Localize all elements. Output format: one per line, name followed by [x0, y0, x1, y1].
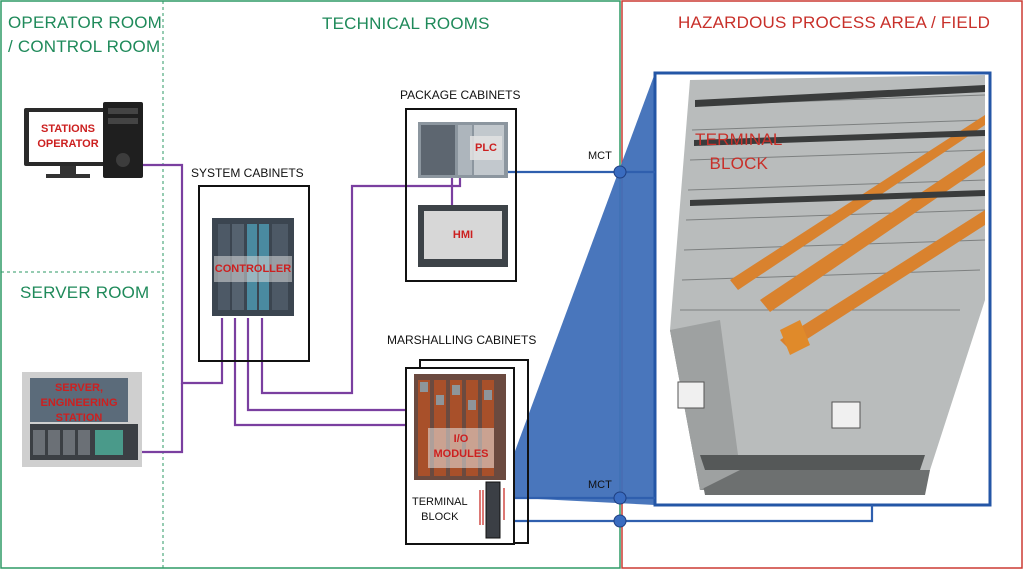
terminal-block-small-label: TERMINAL BLOCK: [412, 496, 468, 523]
wire-controller-io-2: [233, 318, 412, 427]
terminal-block-small: [479, 481, 505, 539]
io-modules-hardware: [414, 374, 506, 480]
controller-label: CONTROLLER: [214, 263, 292, 275]
marshalling-cabinets-label: MARSHALLING CABINETS: [387, 333, 537, 347]
hmi-panel: [418, 205, 508, 267]
field-cable: [490, 505, 874, 523]
package-cabinet-frame: [405, 108, 517, 282]
zone-title-hazardous-area: HAZARDOUS PROCESS AREA / FIELD: [678, 13, 991, 32]
terminal-block-zoom-label: TERMINAL BLOCK: [695, 130, 783, 173]
zone-title-operator-room: OPERATOR ROOM / CONTROL ROOM: [8, 13, 163, 56]
terminal-block-illustration: [655, 73, 990, 505]
operator-station-computer: [24, 102, 143, 178]
server-station: [22, 372, 142, 467]
zone-title-server-room: SERVER ROOM: [20, 283, 150, 302]
zoom-projection: [498, 73, 655, 505]
package-cabinets-label: PACKAGE CABINETS: [400, 88, 521, 102]
io-modules-label: I/O MODULES: [433, 433, 489, 460]
wire-controller-plc: [260, 178, 462, 395]
system-cabinets-label: SYSTEM CABINETS: [191, 166, 304, 180]
hmi-label: HMI: [452, 229, 474, 241]
server-engineering-label: SERVER, ENGINEERING STATION: [40, 382, 118, 424]
wire-server-controller: [142, 383, 184, 454]
mct-label-top: MCT: [588, 150, 612, 162]
zone-title-technical-rooms: TECHNICAL ROOMS: [322, 14, 490, 33]
field-node: [613, 514, 627, 528]
controller-hardware: [212, 218, 294, 316]
zoom-frame: [653, 71, 992, 507]
mct-label-bottom: MCT: [588, 479, 612, 491]
plc-label: PLC: [475, 142, 497, 154]
stations-operator-label: STATIONS OPERATOR: [37, 123, 99, 150]
mct-node-bottom: [613, 491, 627, 505]
wire-operator-controller: [142, 163, 224, 385]
plc-hardware: [418, 122, 508, 178]
wire-controller-io-1: [246, 318, 412, 412]
mct-node-top: [613, 165, 627, 179]
system-cabinet-frame: [198, 185, 310, 362]
